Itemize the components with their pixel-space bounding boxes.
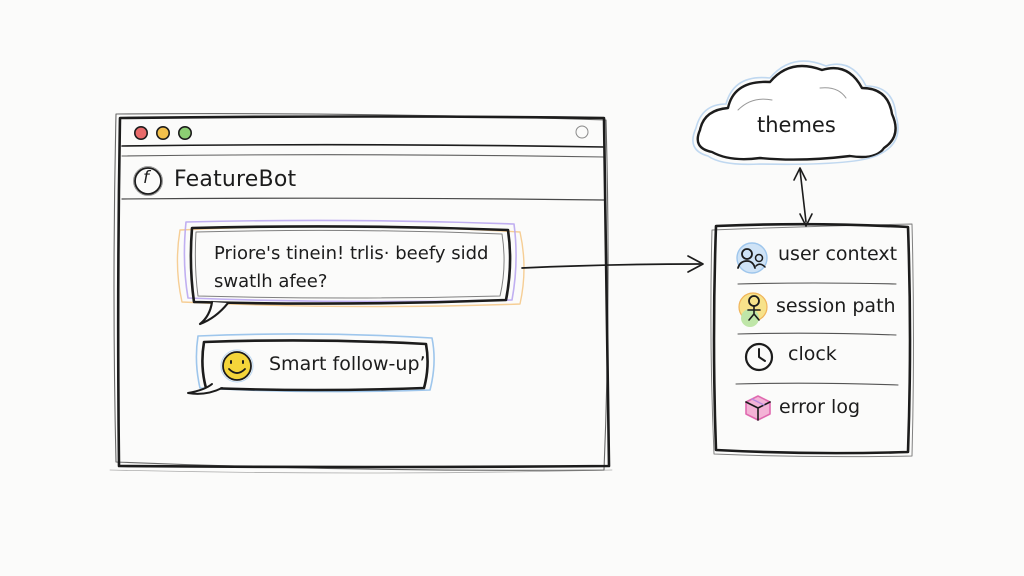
minimize-dot[interactable] bbox=[156, 126, 171, 141]
clock-icon bbox=[744, 342, 774, 372]
window-controls bbox=[134, 126, 193, 141]
maximize-dot[interactable] bbox=[178, 126, 193, 141]
context-item-session-path: session path bbox=[776, 295, 896, 317]
cloud-label: themes bbox=[757, 113, 836, 137]
user-message-line-2: swatlh afee? bbox=[214, 271, 328, 292]
browser-window bbox=[109, 113, 613, 474]
users-icon bbox=[736, 242, 768, 274]
app-logo-icon bbox=[133, 166, 163, 196]
context-item-error-log: error log bbox=[779, 396, 861, 418]
cloud-link-arrow bbox=[793, 167, 813, 227]
context-item-user-context: user context bbox=[778, 243, 898, 265]
themes-cloud bbox=[692, 60, 899, 166]
person-path-icon bbox=[738, 292, 768, 327]
followup-label[interactable]: Smart follow-upʼ bbox=[269, 353, 426, 375]
close-dot[interactable] bbox=[134, 126, 149, 141]
flow-arrow bbox=[521, 255, 704, 273]
user-message-bubble bbox=[176, 219, 525, 326]
context-item-clock: clock bbox=[788, 343, 837, 365]
user-message-line-1: Priore's tinein! trlis· beefy sidd bbox=[214, 243, 489, 264]
app-title: FeatureBot bbox=[174, 167, 297, 192]
smile-icon bbox=[220, 349, 254, 383]
followup-bubble[interactable] bbox=[187, 333, 435, 395]
box-icon bbox=[745, 395, 771, 421]
context-panel bbox=[710, 222, 914, 458]
app-logo-glyph: f bbox=[143, 168, 149, 188]
